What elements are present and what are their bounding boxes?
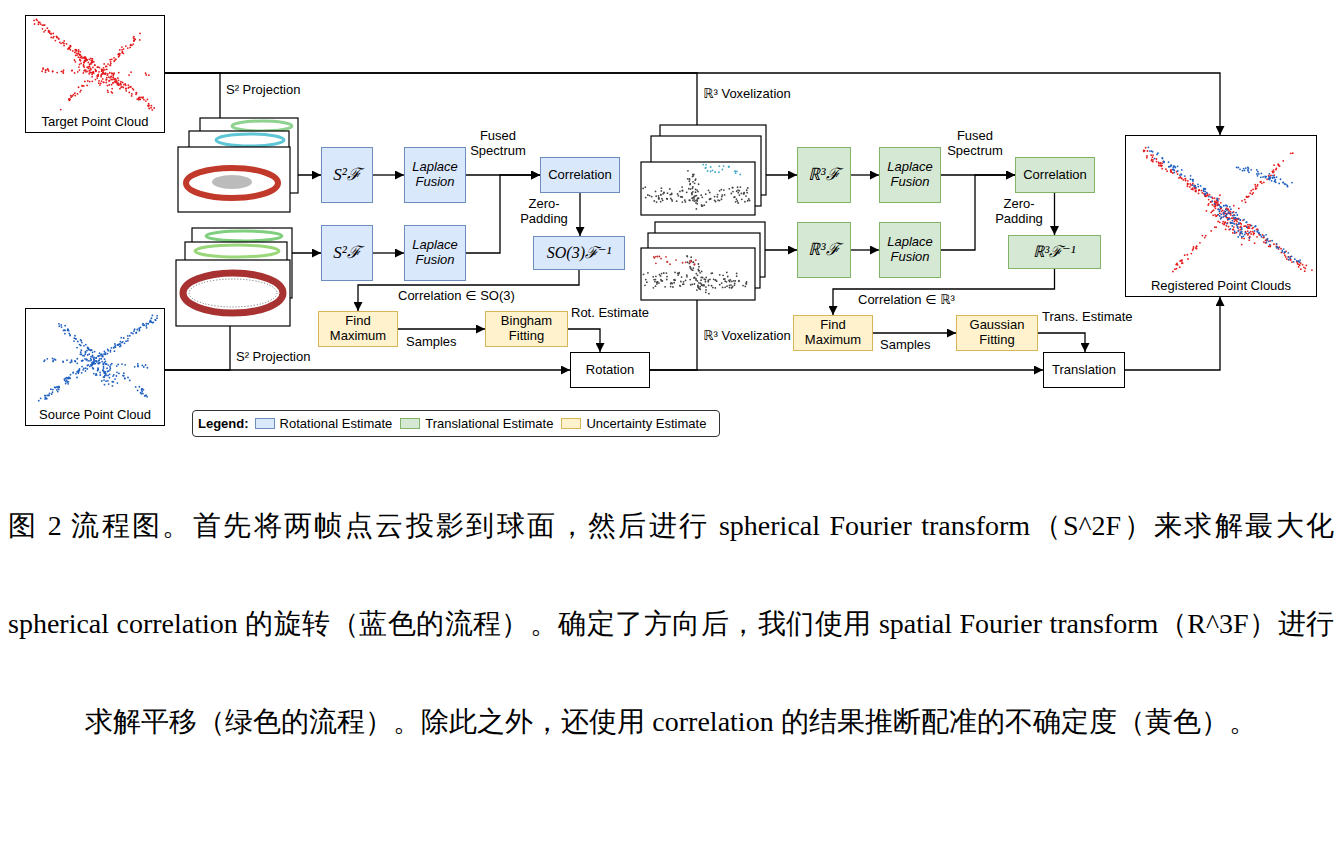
voxel-stack [641, 222, 765, 300]
box-label: Gaussian Fitting [962, 318, 1032, 347]
connector-arrow [373, 252, 404, 253]
point-scatter [38, 315, 158, 402]
connector-arrow [165, 369, 570, 370]
edge-label: Zero- Padding [988, 196, 1050, 226]
correlation-box: Correlation [540, 157, 620, 193]
box-label: S²ℱ [333, 165, 361, 184]
box-label: Laplace Fusion [410, 238, 460, 267]
legend-text: Uncertainty Estimate [586, 416, 706, 431]
transform-box: ℝ³ℱ [797, 222, 851, 278]
edge-label: Fused Spectrum [463, 128, 533, 158]
connector-arrow [833, 269, 1055, 315]
fusion-box: Laplace Fusion [879, 147, 941, 203]
edge-label: Fused Spectrum [940, 128, 1010, 158]
point-cloud-panel: Target Point Cloud [25, 15, 165, 133]
box-label: S²ℱ [333, 243, 361, 262]
transform-box: S²ℱ [321, 147, 373, 203]
box-label: Correlation [1023, 168, 1087, 183]
voxel-stack [641, 125, 766, 215]
fusion-box: Laplace Fusion [404, 147, 466, 203]
legend-heading: Legend: [198, 416, 249, 431]
connector-arrow [165, 253, 321, 370]
transform-box: S²ℱ [321, 225, 373, 281]
process-box: Bingham Fitting [485, 311, 568, 347]
legend-item: Rotational Estimate [255, 416, 393, 431]
point-scatter [642, 170, 750, 210]
connector-arrow [873, 332, 956, 333]
point-scatter [702, 164, 741, 176]
inverse-transform-box: SO(3)ℱ⁻¹ [533, 236, 625, 270]
transform-box: ℝ³ℱ [797, 147, 851, 203]
box-label: ℝ³ℱ [808, 165, 839, 184]
box-label: Laplace Fusion [885, 235, 935, 264]
box-label: Bingham Fitting [492, 314, 562, 343]
point-cloud-panel: Registered Point Clouds [1125, 135, 1317, 297]
connector-arrow [851, 249, 879, 250]
box-label: Translation [1052, 363, 1116, 378]
connector-arrow [1125, 297, 1220, 370]
box-label: Laplace Fusion [885, 160, 935, 189]
inverse-transform-box: ℝ³ℱ⁻¹ [1008, 235, 1101, 269]
process-box: Gaussian Fitting [956, 315, 1038, 351]
edge-label: ℝ³ Voxelization [703, 328, 791, 343]
connector-arrow [1054, 193, 1055, 235]
process-box: Find Maximum [793, 315, 873, 351]
process-box: Find Maximum [318, 311, 398, 347]
box-label: SO(3)ℱ⁻¹ [547, 244, 611, 262]
panel-caption: Registered Point Clouds [1149, 279, 1293, 294]
sphere-projection-stack [178, 118, 298, 212]
panel-caption: Source Point Cloud [37, 408, 153, 423]
box-label: Find Maximum [325, 314, 391, 343]
edge-label: Correlation ∈ ℝ³ [858, 292, 955, 307]
edge-label: Samples [880, 337, 931, 352]
legend-item: Uncertainty Estimate [561, 416, 706, 431]
point-scatter [1143, 147, 1313, 273]
box-label: ℝ³ℱ [808, 240, 839, 259]
panel-caption: Target Point Cloud [40, 115, 151, 130]
point-scatter [653, 256, 697, 266]
point-cloud-panel: Source Point Cloud [25, 308, 165, 426]
figure-caption: 图 2 流程图。首先将两帧点云投影到球面，然后进行 spherical Four… [8, 477, 1334, 771]
edge-label: Trans. Estimate [1042, 309, 1133, 324]
legend-swatch [255, 418, 275, 429]
process-box: Translation [1043, 352, 1125, 388]
connector-arrow [358, 270, 579, 311]
box-label: Find Maximum [800, 318, 866, 347]
connector-arrow [1038, 333, 1085, 352]
connector-arrow [398, 328, 485, 329]
legend-text: Rotational Estimate [280, 416, 393, 431]
edge-label: Zero- Padding [513, 196, 575, 226]
legend-box: Legend: Rotational Estimate Translational … [192, 410, 720, 437]
box-label: Laplace Fusion [410, 160, 460, 189]
edge-label: Correlation ∈ SO(3) [398, 288, 515, 303]
box-label: Correlation [548, 168, 612, 183]
legend-item: Translational Estimate [400, 416, 553, 431]
legend-text: Translational Estimate [425, 416, 553, 431]
edge-label: S² Projection [226, 82, 300, 97]
connector-arrow [579, 193, 580, 236]
connector-arrow [373, 174, 404, 175]
fusion-box: Laplace Fusion [879, 222, 941, 278]
edge-label: ℝ³ Voxelization [703, 86, 791, 101]
correlation-box: Correlation [1015, 157, 1095, 193]
point-scatter [643, 255, 748, 295]
fusion-box: Laplace Fusion [404, 225, 466, 281]
connector-arrow [851, 174, 879, 175]
point-cloud-dots [33, 19, 1313, 402]
box-label: ℝ³ℱ⁻¹ [1033, 243, 1075, 261]
connector-arrow [568, 329, 600, 352]
edge-label: Rot. Estimate [571, 305, 649, 320]
edge-label: S² Projection [236, 349, 310, 364]
box-label: Rotation [586, 363, 634, 378]
legend-swatch [561, 418, 581, 429]
point-scatter [1148, 146, 1301, 262]
sphere-projection-stack [176, 228, 292, 326]
process-box: Rotation [570, 352, 650, 388]
edge-label: Samples [406, 334, 457, 349]
connector-arrow [650, 369, 1043, 370]
legend-swatch [400, 418, 420, 429]
point-scatter [33, 19, 155, 111]
